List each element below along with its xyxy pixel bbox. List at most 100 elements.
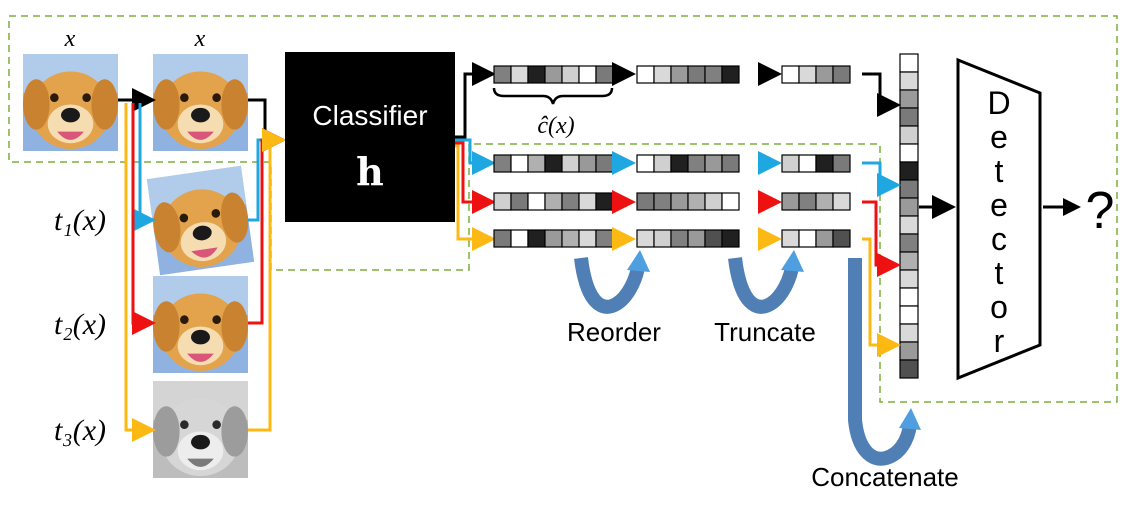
vector-cell: [527, 154, 546, 173]
vector-cell: [595, 229, 614, 248]
vector-cell: [493, 192, 512, 211]
vector-cell: [544, 65, 563, 84]
vector-cell: [544, 154, 563, 173]
vector-cell: [687, 229, 706, 248]
vector-yellow-reord: [636, 229, 740, 248]
concat-cell: [899, 53, 919, 73]
vector-cell: [561, 154, 580, 173]
concat-cell: [899, 161, 919, 181]
vector-cell: [687, 65, 706, 84]
concat-cell: [899, 215, 919, 235]
detector-letter: t: [995, 255, 1004, 291]
vector-cell: [781, 192, 800, 211]
classifier-title: Classifier: [312, 100, 427, 131]
vector-cell: [578, 192, 597, 211]
vector-blue-full: [493, 154, 614, 173]
vector-cell: [721, 192, 740, 211]
label-reorder: Reorder: [567, 317, 661, 347]
vector-red-full: [493, 192, 614, 211]
vector-cell: [561, 192, 580, 211]
vector-cell: [510, 192, 529, 211]
vector-cell: [595, 65, 614, 84]
vector-cell: [721, 154, 740, 173]
input-image-x: [23, 54, 119, 151]
vector-cell: [544, 192, 563, 211]
classifier-output-arrows: [455, 62, 496, 251]
vector-cell: [578, 229, 597, 248]
detector-letter: t: [995, 153, 1004, 189]
vector-cell: [527, 192, 546, 211]
vector-cell: [595, 154, 614, 173]
concat-arrows: [862, 72, 901, 357]
concatenated-vector: [899, 53, 919, 379]
vector-cell: [670, 229, 689, 248]
label-truncate: Truncate: [714, 317, 816, 347]
vector-cell: [670, 65, 689, 84]
vector-yellow-full: [493, 229, 614, 248]
truncate-curve-icon: [728, 250, 804, 314]
detector-letter: e: [990, 187, 1008, 223]
vector-cell: [653, 154, 672, 173]
vector-cell: [493, 154, 512, 173]
concat-cell: [899, 359, 919, 379]
image-t3-x: [153, 381, 248, 478]
confidence-vectors: [493, 53, 919, 379]
image-t2-x: [153, 276, 248, 373]
vector-cell: [798, 192, 817, 211]
label-concatenate: Concatenate: [811, 462, 958, 492]
label-t1: t₁(x): [54, 204, 106, 237]
vector-cell: [721, 65, 740, 84]
vector-cell: [832, 154, 851, 173]
vector-cell: [687, 154, 706, 173]
vector-cell: [493, 229, 512, 248]
vector-cell: [704, 65, 723, 84]
detector-letter: e: [990, 119, 1008, 155]
concat-cell: [899, 107, 919, 127]
vector-cell: [653, 192, 672, 211]
vector-cell: [832, 192, 851, 211]
vector-cell: [636, 192, 655, 211]
confidence-brace: [492, 87, 614, 105]
concat-cell: [899, 323, 919, 343]
classifier-symbol: h: [356, 149, 384, 194]
detector-letter: r: [994, 323, 1005, 359]
vector-cell: [815, 154, 834, 173]
label-confidence: ĉ(x): [537, 113, 574, 139]
vector-red-trunc: [781, 192, 851, 211]
stage-arrows: [612, 62, 782, 251]
vector-cell: [815, 192, 834, 211]
concat-cell: [899, 233, 919, 253]
concat-cell: [899, 89, 919, 109]
image-t1-x: [146, 165, 255, 276]
classifier-box: Classifier h: [285, 52, 455, 222]
vector-cell: [544, 229, 563, 248]
concat-cell: [899, 143, 919, 163]
vector-cell: [704, 229, 723, 248]
vector-cell: [561, 229, 580, 248]
label-t2: t₂(x): [54, 308, 106, 341]
concat-cell: [899, 179, 919, 199]
concat-cell: [899, 197, 919, 217]
vector-blue-trunc: [781, 154, 851, 173]
vector-cell: [578, 65, 597, 84]
vector-cell: [636, 65, 655, 84]
vector-cell: [670, 154, 689, 173]
label-x-mid: x: [194, 26, 206, 52]
vector-cell: [653, 65, 672, 84]
detector-box: [956, 57, 1042, 381]
vector-black-trunc: [781, 65, 851, 84]
label-t3: t₃(x): [54, 414, 106, 447]
vector-cell: [510, 65, 529, 84]
concatenate-curve-icon: [848, 258, 921, 466]
vector-cell: [493, 65, 512, 84]
vector-cell: [527, 229, 546, 248]
vector-black-reord: [636, 65, 740, 84]
vector-cell: [636, 229, 655, 248]
vector-cell: [815, 65, 834, 84]
input-arrows: [118, 88, 156, 442]
concat-cell: [899, 305, 919, 325]
vector-cell: [798, 229, 817, 248]
vector-blue-reord: [636, 154, 740, 173]
